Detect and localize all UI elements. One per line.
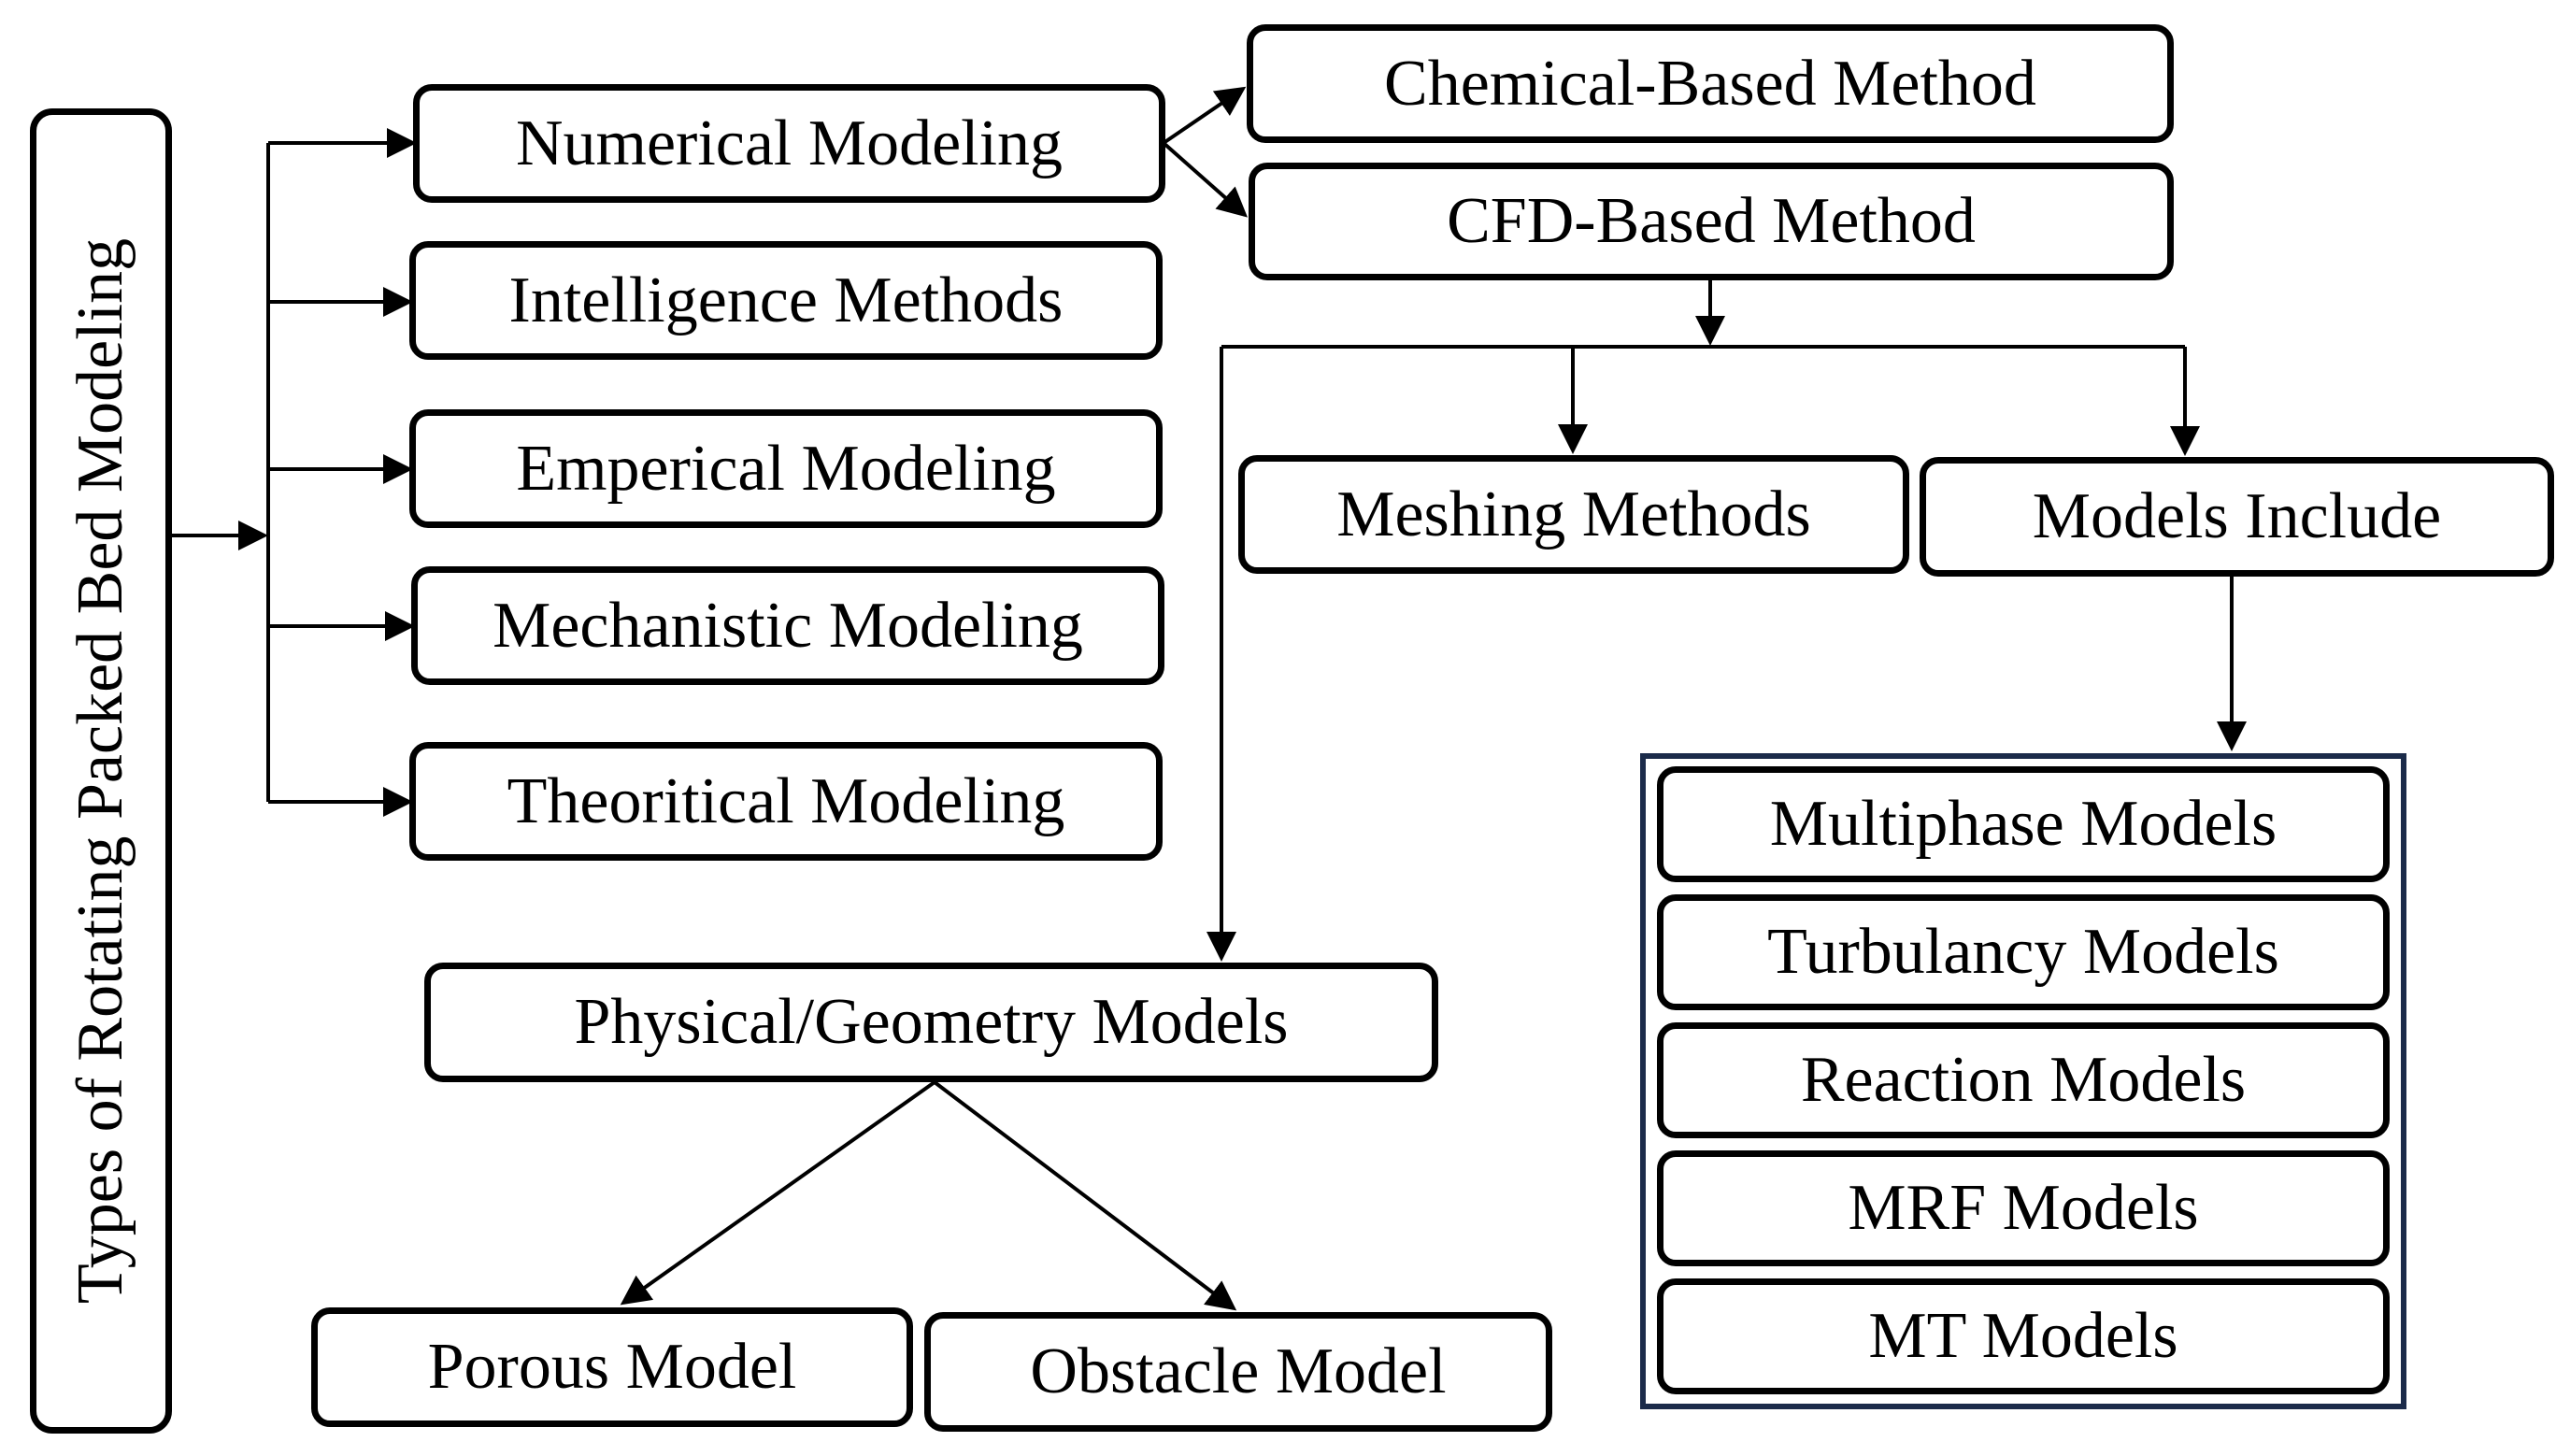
included-models-group [1640,753,2406,1409]
root-label: Types of Rotating Packed Bed Modeling [64,237,136,1305]
node-physical-geometry-models: Physical/Geometry Models [424,963,1438,1082]
arrow-porous [620,1080,936,1306]
node-label: MT Models [1868,1300,2178,1372]
node-mt-models: MT Models [1657,1278,2390,1394]
node-cfd-based-method: CFD-Based Method [1249,163,2174,280]
node-models-include: Models Include [1920,457,2554,577]
node-label: Theoritical Modeling [507,764,1065,837]
node-mrf-models: MRF Models [1657,1150,2390,1266]
node-label: Meshing Methods [1336,478,1811,550]
node-label: Multiphase Models [1769,788,2277,860]
node-label: Reaction Models [1800,1044,2247,1116]
node-label: Obstacle Model [1030,1335,1447,1407]
node-label: Chemical-Based Method [1384,47,2036,120]
root-node: Types of Rotating Packed Bed Modeling [30,108,172,1434]
node-label: Models Include [2032,480,2442,552]
node-multiphase-models: Multiphase Models [1657,766,2390,882]
node-chemical-based-method: Chemical-Based Method [1247,24,2174,143]
node-label: CFD-Based Method [1447,185,1976,257]
node-reaction-models: Reaction Models [1657,1022,2390,1138]
node-intelligence-methods: Intelligence Methods [409,241,1163,360]
node-label: Mechanistic Modeling [493,589,1083,662]
node-label: Porous Model [427,1331,797,1403]
node-emperical-modeling: Emperical Modeling [409,409,1163,528]
node-turbulancy-models: Turbulancy Models [1657,894,2390,1010]
node-label: Intelligence Methods [508,264,1064,336]
node-label: Numerical Modeling [515,107,1064,179]
node-label: Physical/Geometry Models [574,986,1289,1058]
node-porous-model: Porous Model [311,1307,913,1427]
node-label: MRF Models [1848,1172,2199,1244]
arrow-chemical [1162,86,1247,145]
node-meshing-methods: Meshing Methods [1238,455,1909,574]
node-obstacle-model: Obstacle Model [924,1312,1552,1432]
node-mechanistic-modeling: Mechanistic Modeling [411,566,1164,685]
node-theoritical-modeling: Theoritical Modeling [409,742,1163,861]
node-label: Emperical Modeling [516,432,1056,505]
node-label: Turbulancy Models [1767,916,2279,988]
node-numerical-modeling: Numerical Modeling [413,84,1165,203]
arrow-cfd [1162,141,1248,218]
arrow-obstacle [933,1080,1237,1311]
